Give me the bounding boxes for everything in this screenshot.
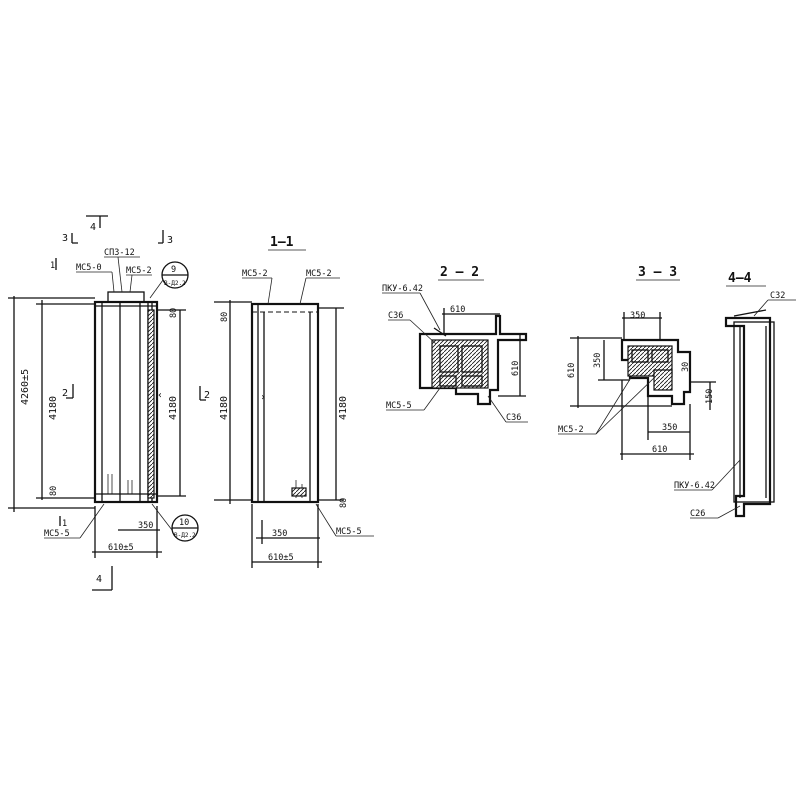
section-2-2-title: 2 — 2 [440, 265, 479, 280]
label-s32: С32 [770, 291, 785, 301]
svg-text:9: 9 [171, 265, 176, 275]
dim-4180-s1-right: 4180 [338, 396, 349, 420]
dim-80-s1-top: 80 [220, 312, 230, 322]
section-mark-1-bottom: 1 [62, 519, 67, 529]
section-mark-3-left: 3 [62, 233, 68, 244]
section-mark-2-right: 2 [204, 390, 210, 401]
label-mcs5-2-s3: МС5-2 [558, 425, 584, 435]
label-pku-6-42-s2: ПКУ-6.42 [382, 284, 423, 294]
svg-text:В-Д2.2: В-Д2.2 [174, 532, 196, 539]
label-s36-right: С36 [506, 413, 521, 423]
dim-4260: 4260±5 [20, 369, 31, 405]
section-mark-1-upper: 1 [50, 261, 55, 271]
dim-610-main: 610±5 [108, 543, 134, 553]
dim-610-s3-left: 610 [567, 363, 577, 378]
section-3-3-title: 3 — 3 [638, 265, 677, 280]
section-2-2: 2 — 2 ПКУ-6.42 С36 610 610 МС5-5 С36 [382, 265, 528, 423]
label-mcs5-0: МС5-0 [76, 263, 102, 273]
label-sp3-12: СП3-12 [104, 248, 135, 258]
section-4-4: 4—4 С32 ПКУ-6.42 С26 [674, 271, 796, 519]
svg-text:В-Д2.2: В-Д2.2 [164, 280, 186, 287]
dim-610-s1: 610±5 [268, 553, 294, 563]
dim-350-s3-bottom: 350 [662, 423, 677, 433]
label-mcs5-5-s1: МС5-5 [336, 527, 362, 537]
main-elevation-view: ‹ 3 4 3 1 МС5-0 СП3-12 МС5-2 9 В-Д2.2 [8, 215, 210, 591]
dim-4180-left: 4180 [48, 396, 59, 420]
dim-610-s2-top: 610 [450, 305, 465, 315]
section-arrow-glyph-1: › [260, 392, 266, 403]
label-mcs5-5-s2: МС5-5 [386, 401, 412, 411]
dim-350-s3-left: 350 [593, 353, 603, 368]
section-arrow-glyph: ‹ [157, 390, 163, 401]
section-1-1-title: 1—1 [270, 235, 294, 250]
label-s26: С26 [690, 509, 705, 519]
label-mcs5-5: МС5-5 [44, 529, 70, 539]
dim-4180-right: 4180 [168, 396, 179, 420]
section-mark-3-right: 3 [167, 235, 173, 246]
dim-150-s3: 150 [705, 389, 715, 404]
label-pku-6-42-s4: ПКУ-6.42 [674, 481, 715, 491]
section-mark-4-top: 4 [90, 222, 96, 233]
svg-text:10: 10 [179, 518, 189, 528]
label-mcs5-2-right: МС5-2 [306, 269, 332, 279]
section-mark-4-bottom: 4 [96, 574, 102, 585]
dim-30-s3: 30 [681, 362, 691, 372]
section-4-4-title: 4—4 [728, 271, 752, 286]
dim-80-s1-bottom: 80 [339, 498, 349, 508]
dim-350-s3-top: 350 [630, 311, 645, 321]
dim-610-s3-bottom: 610 [652, 445, 667, 455]
dim-80-top: 80 [169, 308, 179, 318]
callout-9: 9 В-Д2.2 [149, 261, 189, 299]
dim-80-bottom: 80 [49, 486, 59, 496]
dim-350: 350 [138, 521, 153, 531]
label-s36-left: С36 [388, 311, 403, 321]
section-1-1: 1—1 › МС5-2 МС5-2 4180 80 4180 80 МС5-5 … [214, 235, 374, 568]
callout-10: 10 В-Д2.2 [151, 503, 199, 542]
section-3-3: 3 — 3 350 610 350 30 150 МС5-2 350 610 [558, 265, 716, 460]
label-mcs5-2-left: МС5-2 [242, 269, 268, 279]
dim-4180-s1-left: 4180 [219, 396, 230, 420]
section-mark-2-left: 2 [62, 388, 68, 399]
label-mcs5-2-top: МС5-2 [126, 266, 152, 276]
dim-350-s1: 350 [272, 529, 287, 539]
dim-610-s2-right: 610 [511, 361, 521, 376]
